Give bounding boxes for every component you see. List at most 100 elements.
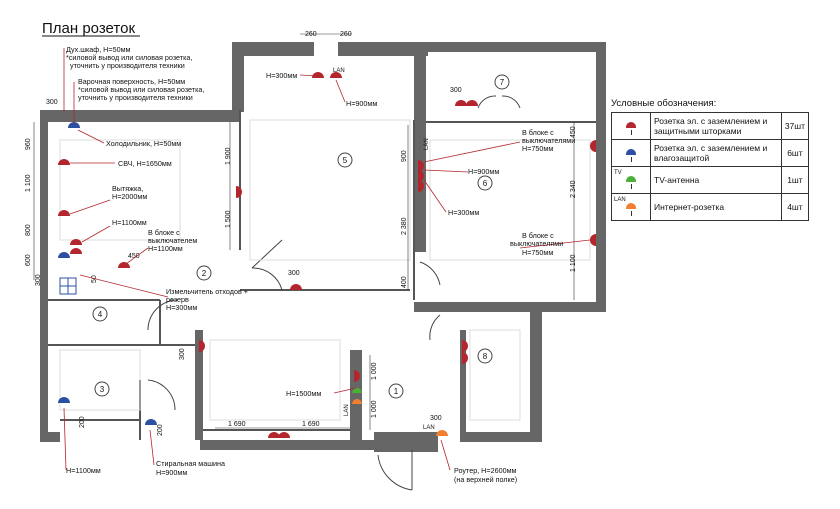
legend: Условные обозначения: Розетка эл. с зазе… (611, 98, 810, 221)
label-lan-top: LAN (333, 68, 345, 74)
lan-socket-icon: LAN (611, 193, 651, 221)
walls (40, 42, 606, 452)
socket-red (462, 340, 468, 352)
dim-1000b: 1 000 (371, 400, 378, 418)
label-washer-h: H=900мм (156, 468, 187, 477)
dim-800: 800 (25, 224, 32, 236)
socket-red (268, 432, 280, 438)
socket-red (290, 284, 302, 290)
dim-2380: 2 380 (401, 217, 408, 235)
legend-row: Розетка эл. с заземлением и влагозащитой… (611, 139, 810, 167)
furniture (59, 119, 591, 421)
room-2: 2 (202, 269, 207, 278)
plan-title: План розеток (42, 20, 135, 37)
label-hood-h: H=2000мм (112, 192, 147, 201)
dim-900: 900 (401, 150, 408, 162)
label-block2: выключателем (148, 236, 197, 245)
label-block6a1: В блоке с (522, 128, 554, 137)
dim-450r: 450 (570, 126, 577, 138)
room-8: 8 (483, 352, 488, 361)
label-block6b2: выключателями (510, 239, 563, 248)
label-h900-6: H=900мм (468, 167, 499, 176)
label-block6b1: В блоке с (522, 231, 554, 240)
room-numbers: 5 6 7 2 4 3 1 8 (92, 74, 510, 399)
socket-red-icon (611, 112, 651, 140)
label-fridge: Холодильник, H=50мм (106, 139, 181, 148)
dim-260b: 260 (340, 31, 352, 38)
dim-600: 600 (25, 254, 32, 266)
socket-red (58, 210, 70, 216)
dimension-lines (33, 33, 575, 430)
socket-red (418, 160, 424, 172)
dim-1500: 1 500 (225, 210, 232, 228)
socket-red (118, 262, 130, 268)
dim-50: 50 (91, 275, 98, 283)
label-block6a2: выключателями (522, 136, 575, 145)
legend-qty: 6шт (780, 139, 810, 167)
dim-200a: 200 (79, 416, 86, 428)
label-oven: Дух.шкаф, H=50мм (66, 45, 131, 54)
room-6: 6 (483, 179, 488, 188)
socket-red (70, 248, 82, 254)
label-hob: Варочная поверхность, H=50мм (78, 77, 185, 86)
dim-400: 400 (401, 276, 408, 288)
tiles (59, 277, 77, 295)
dim-300l: 300 (35, 274, 42, 286)
socket-red (236, 186, 242, 198)
legend-title: Условные обозначения: (611, 98, 717, 109)
label-h1100: H=1100мм (112, 218, 147, 227)
room-4: 4 (98, 310, 103, 319)
label-lan-6: LAN (424, 138, 430, 150)
socket-tv (352, 388, 362, 393)
label-hood: Вытяжка, (112, 184, 143, 193)
label-block6a3: H=750мм (522, 144, 553, 153)
label-block6b3: H=750мм (522, 248, 553, 257)
socket-blue-icon (611, 139, 651, 167)
label-router: Роутер, H=2600мм (454, 466, 517, 475)
label-block3: H=1100мм (148, 244, 183, 253)
sockets (58, 72, 596, 438)
socket-red (330, 72, 342, 78)
socket-red (70, 239, 82, 245)
dim-1100r: 1 100 (570, 254, 577, 272)
socket-red (462, 352, 468, 364)
dim-1690a: 1 690 (228, 421, 246, 428)
dim-1000a: 1 000 (371, 362, 378, 380)
dim-450: 450 (128, 253, 140, 260)
dim-300-8: 300 (430, 415, 442, 422)
label-hob-note2: уточнить у производителя техники (78, 93, 193, 102)
annotations: Дух.шкаф, H=50мм *силовой вывод или сило… (66, 45, 575, 484)
lan-symbol: LAN (614, 197, 626, 203)
socket-red (590, 140, 596, 152)
label-hob-note1: *силовой вывод или силовая розетка, (78, 85, 204, 94)
legend-text: Интернет-розетка (650, 193, 782, 221)
legend-text: Розетка эл. с заземлением и защитными шт… (650, 112, 782, 140)
legend-row: TV TV-антенна 1шт (611, 166, 810, 194)
socket-red (199, 340, 205, 352)
dim-300c: 300 (288, 270, 300, 277)
socket-blue (145, 419, 157, 425)
socket-blue (68, 122, 80, 128)
socket-lan (436, 430, 448, 436)
label-h300-top: H=300мм (266, 71, 297, 80)
label-h900-top: H=900мм (346, 99, 377, 108)
dim-1100: 1 100 (25, 174, 32, 192)
socket-blue (58, 397, 70, 403)
label-microwave: СВЧ, H=1650мм (118, 159, 172, 168)
socket-red (466, 100, 478, 106)
socket-blue (58, 252, 70, 258)
socket-lan (352, 399, 362, 404)
leader-lines (63, 48, 591, 471)
legend-row: Розетка эл. с заземлением и защитными шт… (611, 112, 810, 140)
dim-1900: 1 900 (225, 147, 232, 165)
dim-2340: 2 340 (570, 180, 577, 198)
socket-red (58, 159, 70, 165)
socket-red (455, 100, 467, 106)
socket-red (312, 72, 324, 78)
label-disposer3: H=300мм (166, 303, 197, 312)
label-disposer: Измельчитель отходов + (166, 287, 248, 296)
label-lan-hall: LAN (344, 404, 350, 416)
dim-300: 300 (46, 99, 58, 106)
label-h1100-bath: H=1100мм (66, 466, 101, 475)
